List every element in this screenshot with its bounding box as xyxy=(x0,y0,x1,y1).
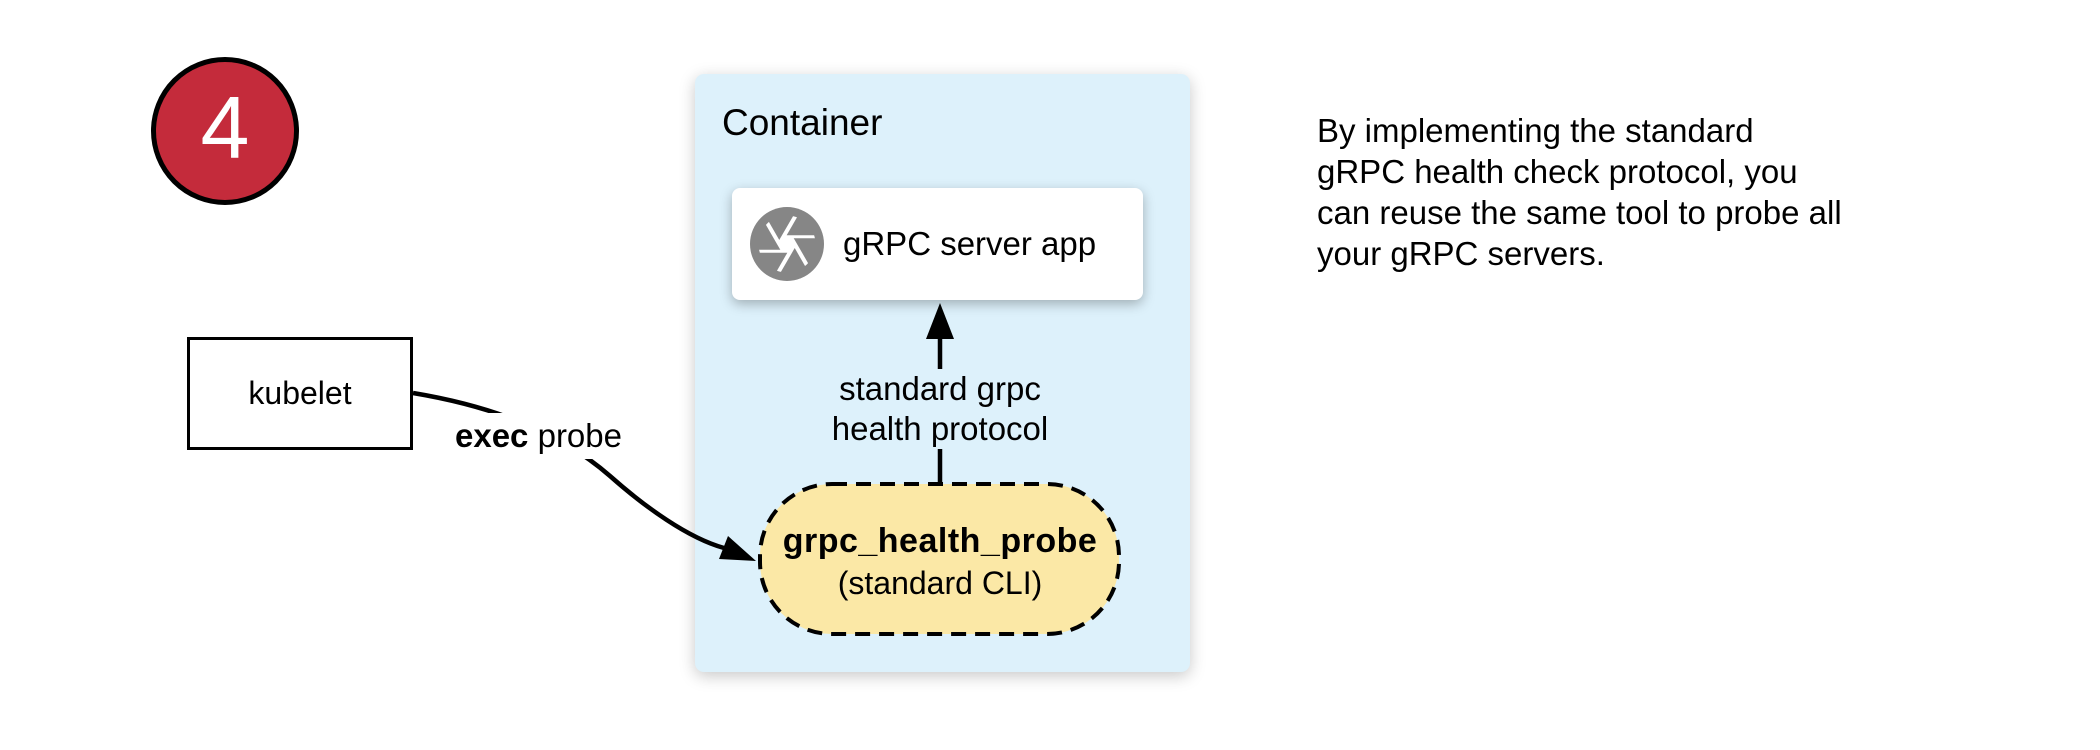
probe-title: grpc_health_probe xyxy=(782,522,1098,560)
step-badge: 4 xyxy=(151,57,299,205)
grpc-server-label: gRPC server app xyxy=(843,225,1097,262)
note-line: gRPC health check protocol, you xyxy=(1317,153,1798,190)
kubelet-label: kubelet xyxy=(248,375,352,411)
grpc-server-box: gRPC server app xyxy=(732,188,1143,300)
aperture-icon xyxy=(750,207,824,281)
probe-subtitle: (standard CLI) xyxy=(837,565,1043,601)
exec-probe-label-rest: probe xyxy=(528,417,622,454)
step-number: 4 xyxy=(200,78,250,177)
kubelet-node: kubelet xyxy=(187,337,413,450)
note-line: can reuse the same tool to probe all xyxy=(1317,194,1842,231)
container-title: Container xyxy=(722,102,883,143)
probe-pill-text: grpc_health_probe (standard CLI) xyxy=(760,522,1120,602)
health-protocol-label-line1: standard grpc xyxy=(839,370,1041,407)
note-line: By implementing the standard xyxy=(1317,112,1754,149)
note-line: your gRPC servers. xyxy=(1317,235,1605,272)
health-protocol-label: standard grpc health protocol xyxy=(810,369,1070,449)
health-protocol-label-line2: health protocol xyxy=(831,410,1049,447)
exec-probe-label-bold: exec xyxy=(455,417,529,454)
note-paragraph: By implementing the standard gRPC health… xyxy=(1317,110,1842,274)
exec-probe-label: exec probe xyxy=(448,413,629,459)
